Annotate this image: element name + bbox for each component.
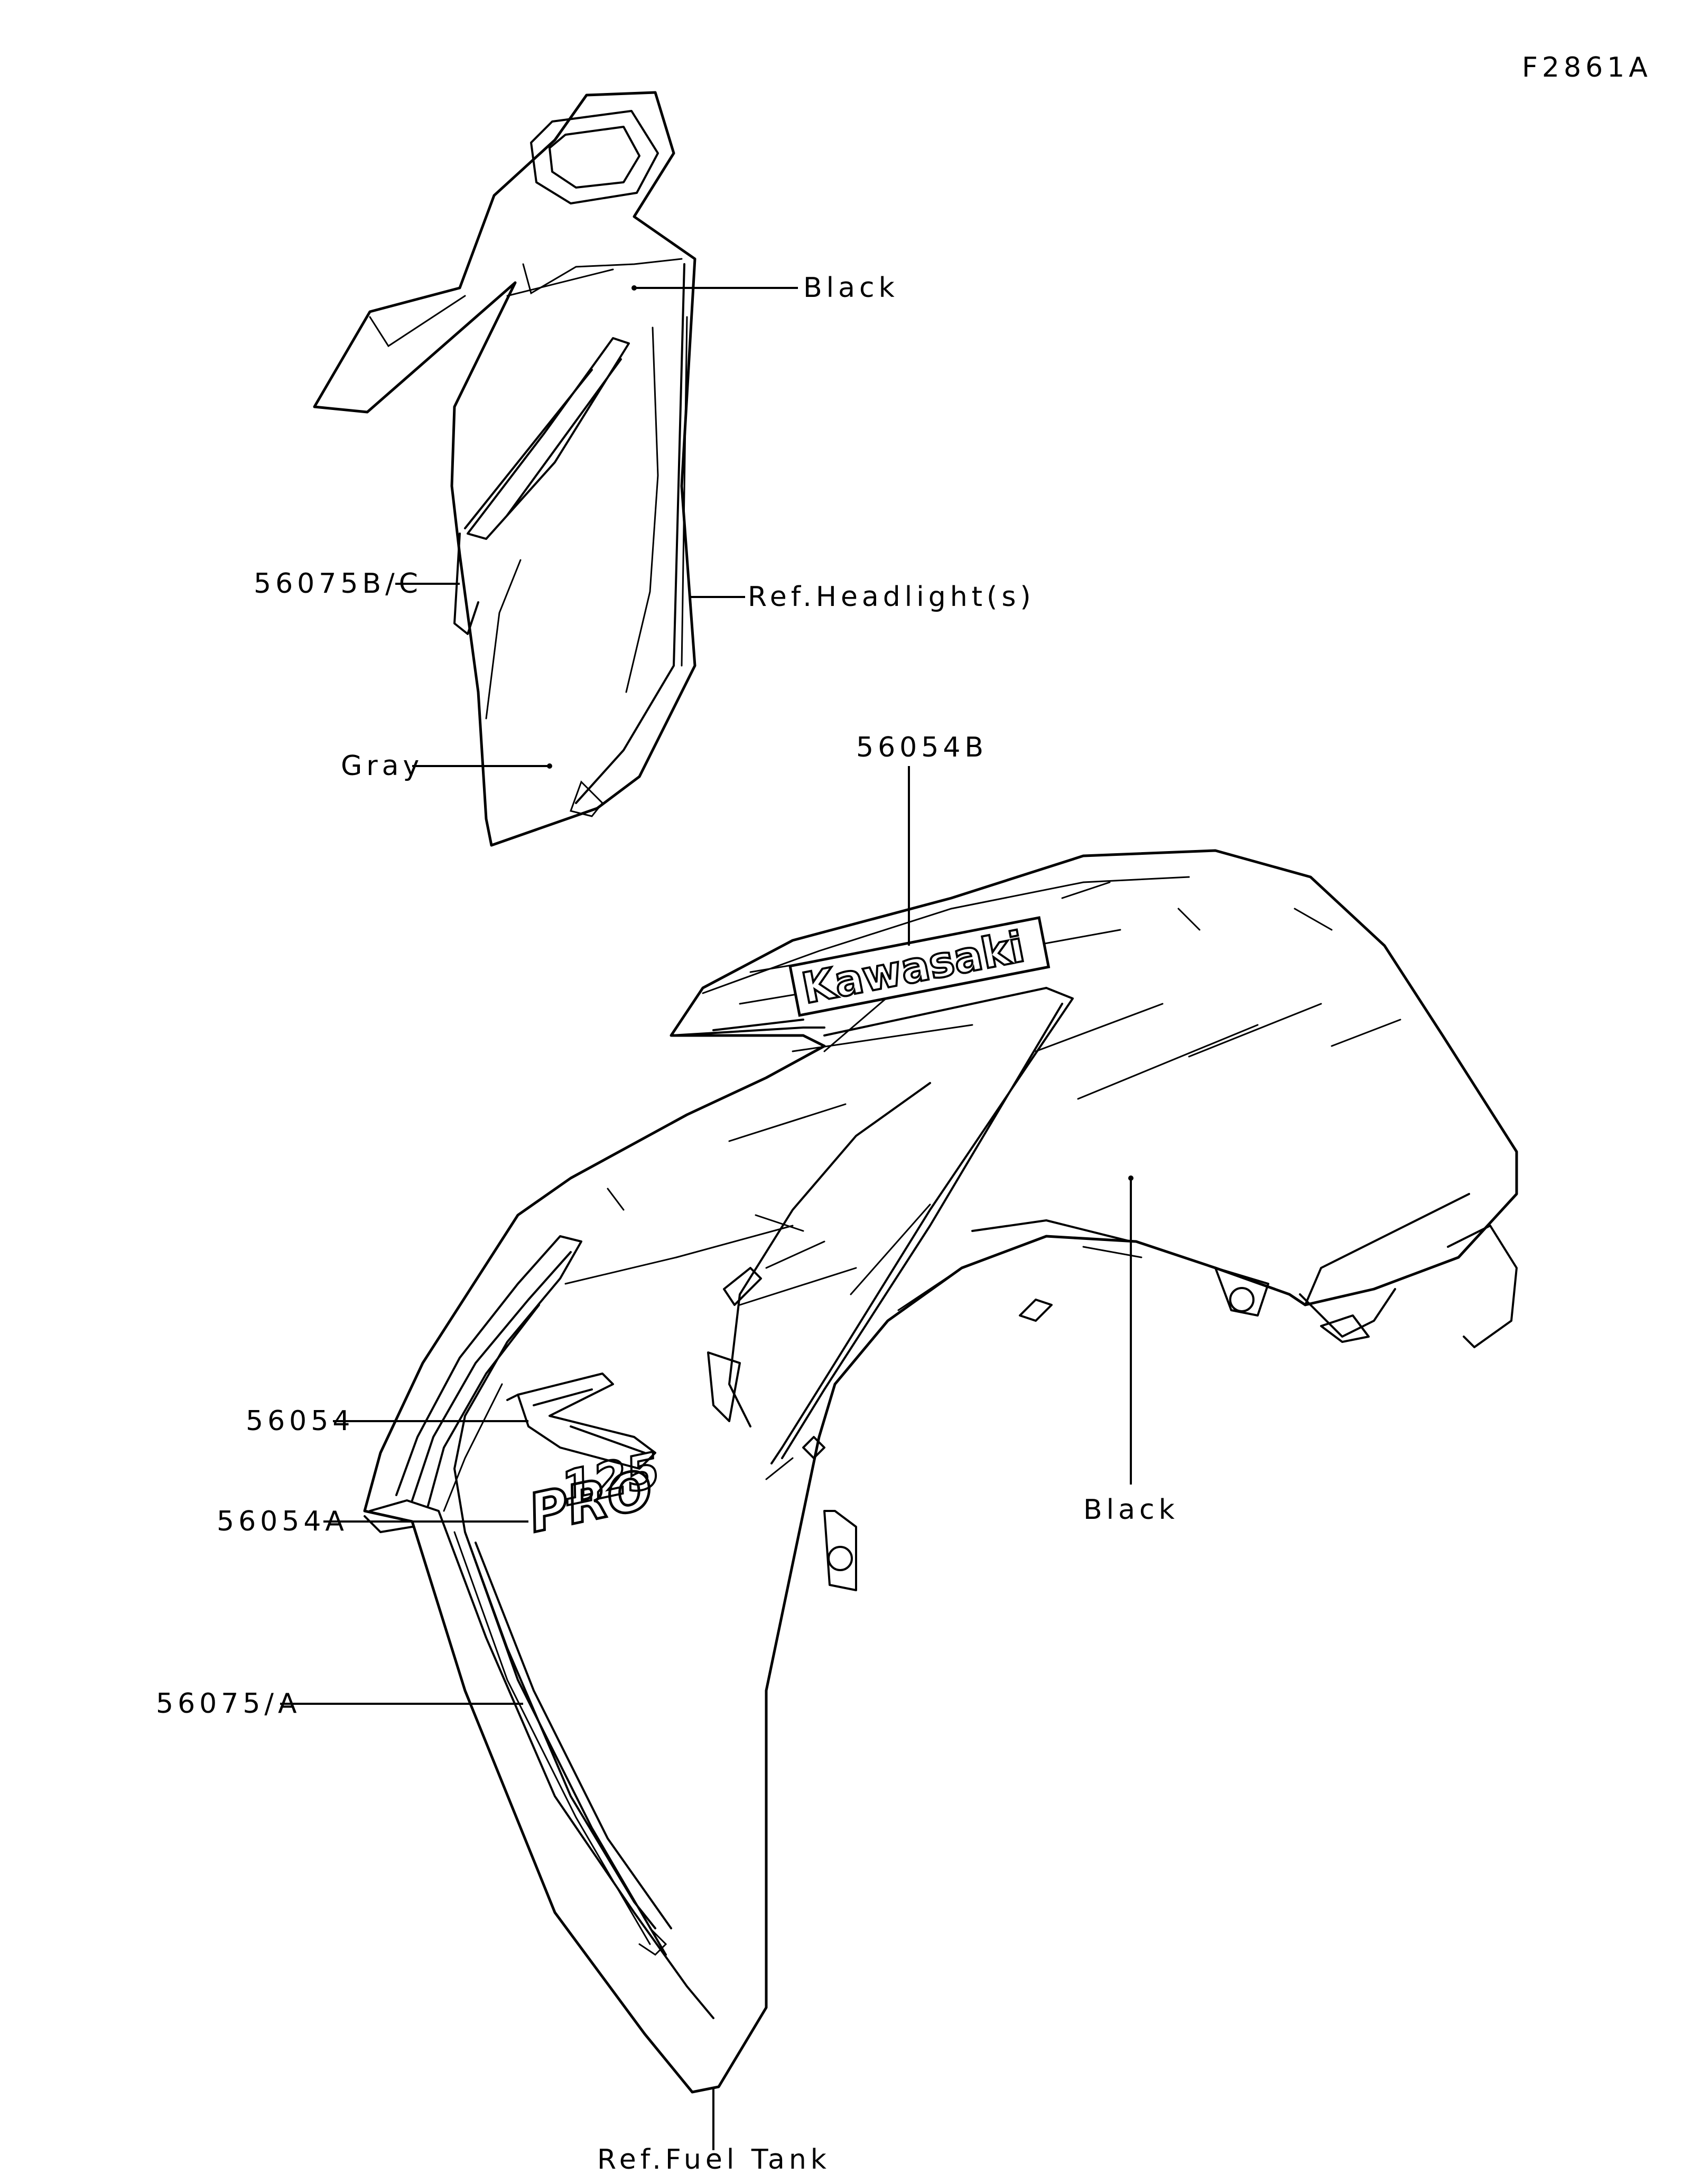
label-cowl-part: 56075B/C (254, 568, 422, 600)
label-cowl-gray: Gray (341, 750, 423, 782)
headlight-cowl-drawing (313, 91, 696, 847)
label-tank-black: Black (1083, 1494, 1179, 1526)
label-tank-logo-part: 56054B (856, 732, 988, 763)
label-tank-z-part: 56054 (246, 1405, 354, 1437)
label-tank-stripe-part: 56075/A (156, 1688, 301, 1720)
label-ref-fuel-tank: Ref.Fuel Tank (597, 2144, 831, 2176)
label-tank-pro-part: 56054A (217, 1506, 348, 1537)
figure-id: F2861A (1522, 52, 1652, 83)
label-cowl-black: Black (803, 272, 899, 304)
fuel-tank-cover-drawing: 125 PRO Kawasaki (363, 849, 1518, 2094)
label-ref-headlight: Ref.Headlight(s) (748, 581, 1035, 613)
